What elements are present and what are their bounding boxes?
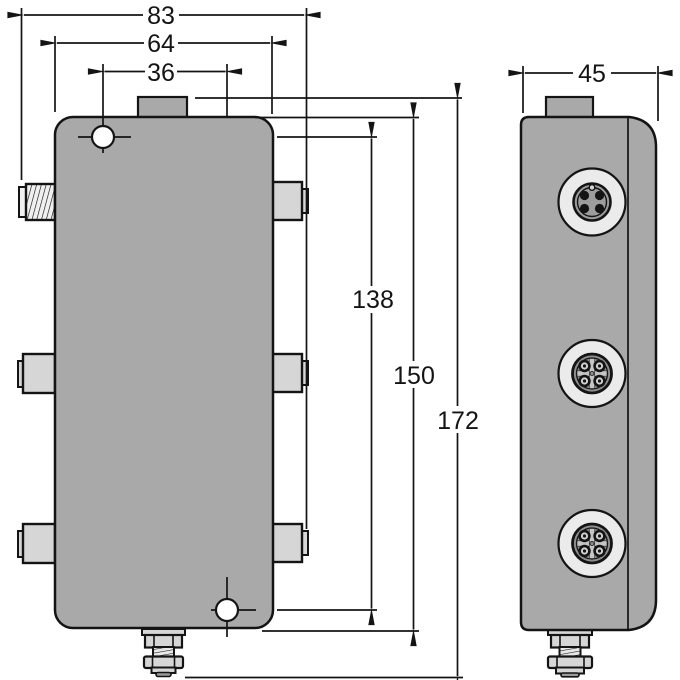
pin-hole-center (597, 534, 602, 538)
socket-pin (579, 190, 590, 201)
connector-body (270, 180, 304, 222)
pin-hole-center (582, 534, 587, 538)
socket-center (589, 371, 595, 376)
connector-right-top (270, 180, 309, 222)
connector-body (270, 522, 304, 564)
connector-body (21, 522, 57, 565)
threaded-connector-left-top (18, 182, 57, 222)
socket-pin (594, 190, 605, 201)
overall-height-label: 172 (437, 407, 479, 435)
stud-nut (142, 655, 185, 670)
socket-pin (579, 203, 590, 214)
socket-inner-ring (575, 357, 609, 390)
thread-hatching (559, 647, 581, 657)
socket-center (589, 541, 595, 546)
label-backing (350, 286, 396, 313)
screw-hole (214, 597, 240, 623)
socket-keying-notch (588, 183, 596, 191)
overall-width-label: 83 (147, 2, 175, 30)
connector-left-bottom (17, 522, 57, 565)
body-height-label: 150 (393, 362, 435, 390)
body-width-label: 64 (147, 30, 175, 58)
hole-offset-label: 36 (147, 59, 175, 87)
label-backing (145, 59, 177, 85)
socket-pin (594, 203, 605, 214)
stud-nut (546, 655, 594, 670)
pin-hole-center (582, 364, 587, 368)
socket-female-bottom (557, 508, 627, 579)
side-view (519, 95, 658, 678)
pin-hole-center (597, 364, 602, 368)
pin-hole-center (597, 549, 602, 553)
hole-spacing-label: 138 (352, 286, 394, 314)
mounting-hole-top (78, 118, 131, 153)
label-backing (573, 60, 611, 86)
label-backing (143, 3, 179, 28)
pin-hole-center (597, 379, 602, 383)
connector-left-middle (17, 352, 57, 395)
stud-nut (549, 633, 591, 649)
socket-male-top (557, 167, 627, 237)
dimension-label-backings (143, 3, 611, 433)
housing-front (53, 115, 275, 630)
label-backing (144, 31, 178, 56)
depth-label: 45 (578, 60, 606, 88)
pin-hole-center (582, 379, 587, 383)
socket-female-middle (557, 338, 627, 409)
connector-body (270, 352, 304, 394)
bottom-stud-front (141, 628, 186, 678)
mounting-hole-bottom (211, 577, 256, 637)
label-backing (391, 361, 437, 388)
stud-nut (143, 633, 184, 649)
label-backing (435, 406, 481, 433)
stud-tip (560, 672, 580, 678)
thread-hatching (153, 647, 174, 657)
connector-body (21, 352, 57, 395)
thread-hatching (26, 184, 55, 220)
connector-right-middle (270, 352, 309, 394)
bottom-stud-side (546, 628, 594, 678)
front-view (17, 95, 309, 678)
connector-right-bottom (270, 522, 309, 564)
stud-tip (155, 671, 172, 678)
pin-hole-center (582, 549, 587, 553)
screw-hole (90, 124, 116, 150)
socket-inner-ring (575, 527, 609, 560)
